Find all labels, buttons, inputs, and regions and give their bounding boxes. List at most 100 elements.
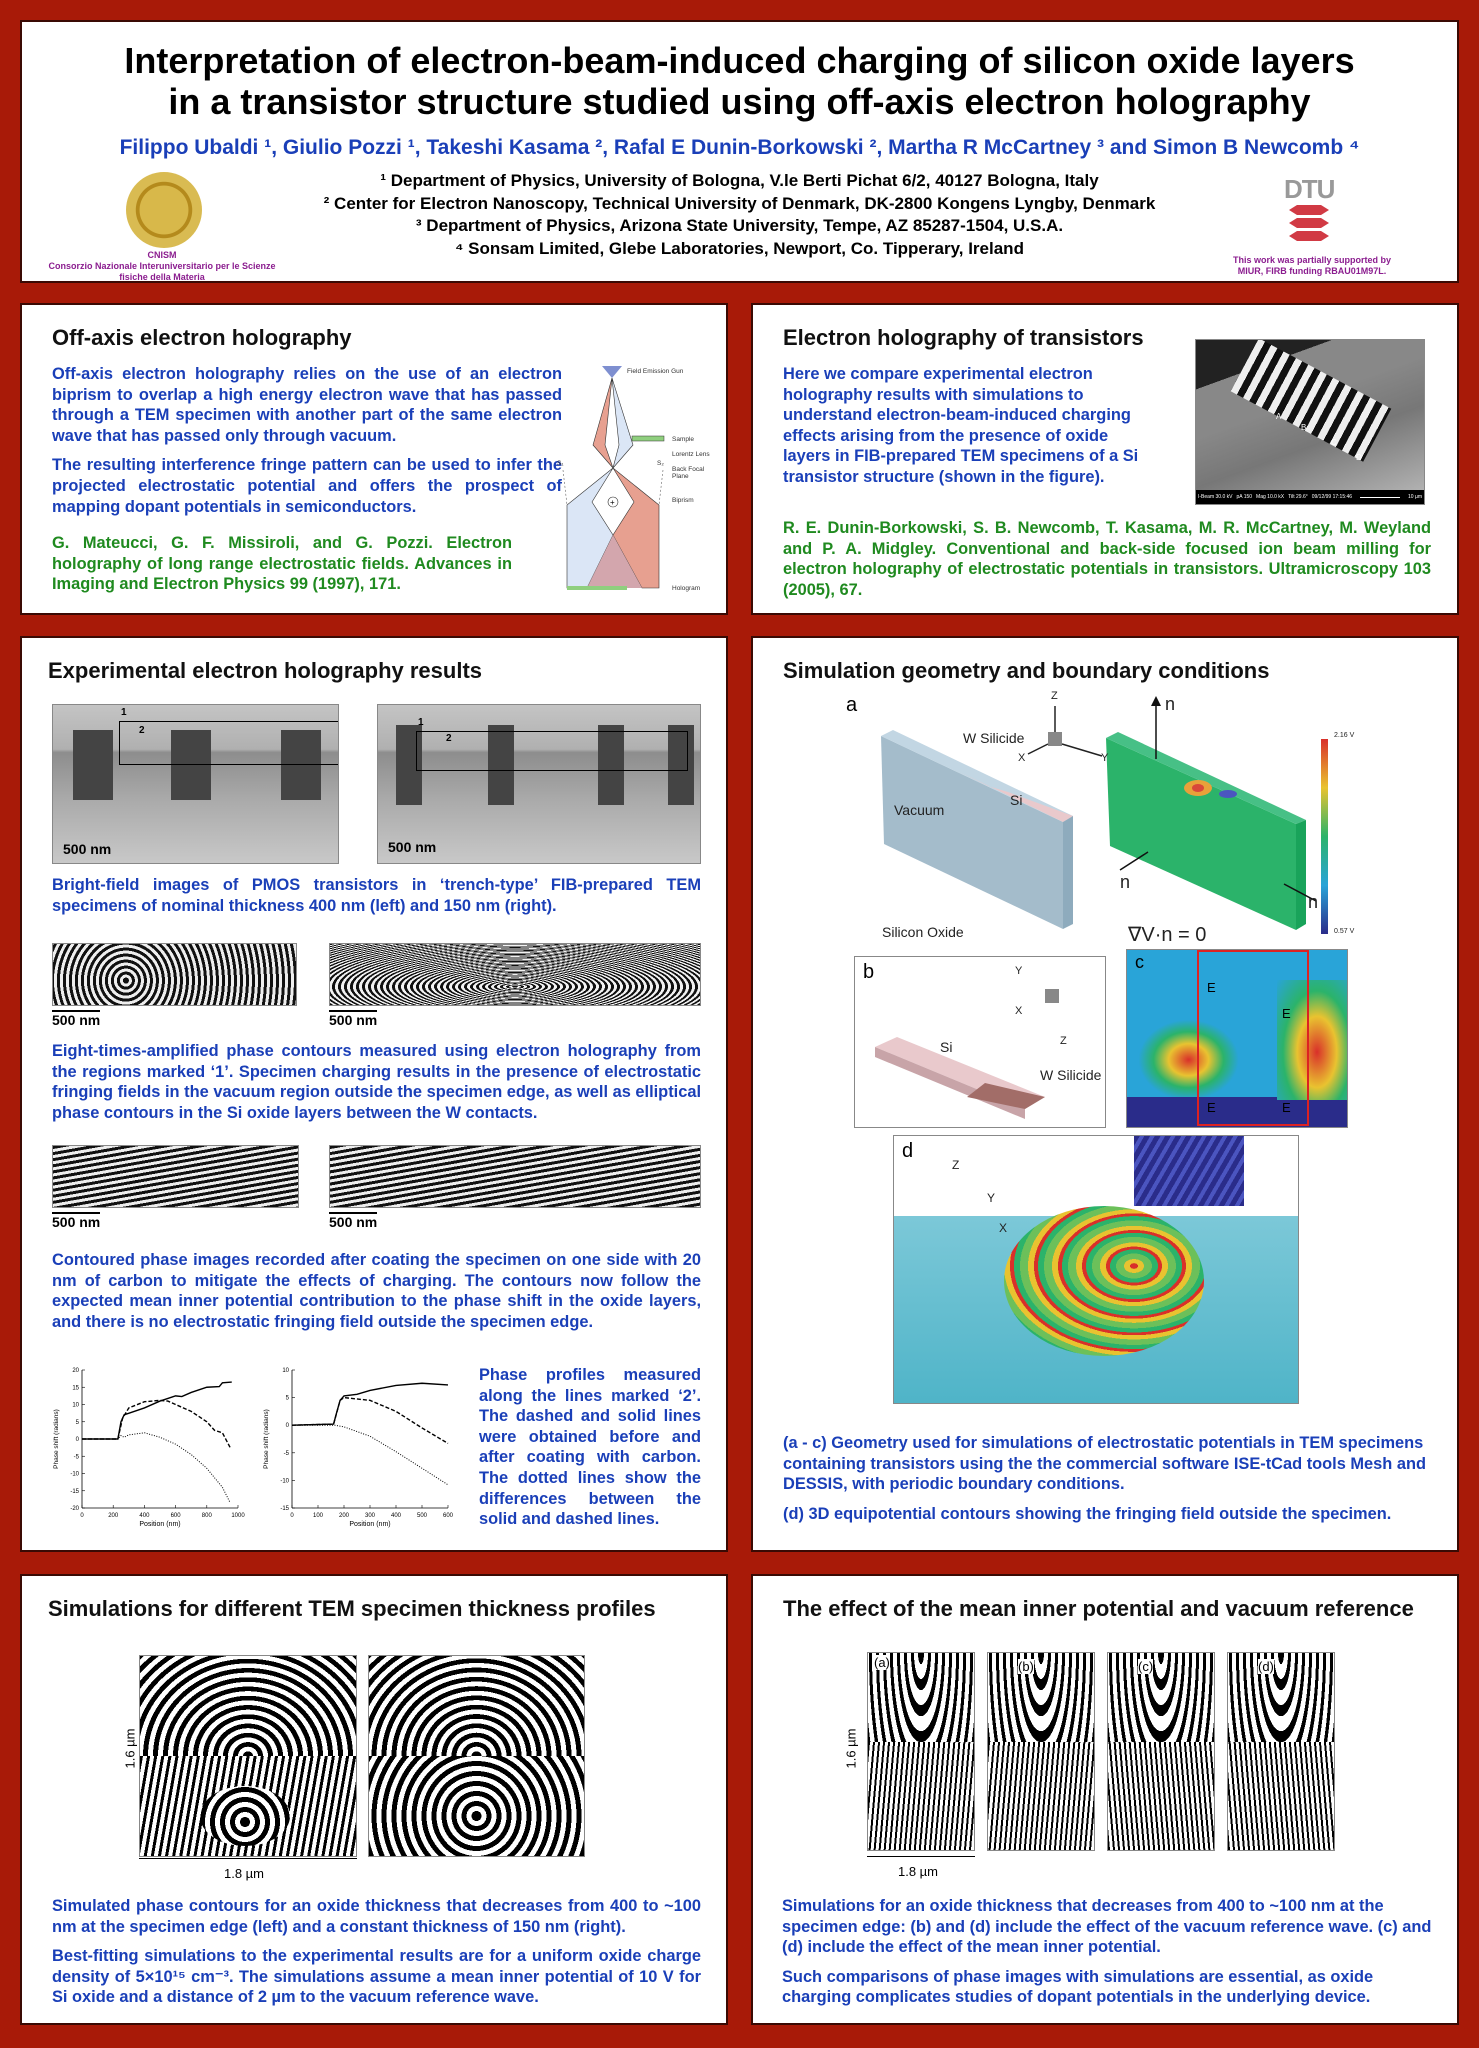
- series-line-dashed: [291, 1396, 449, 1445]
- scale-label: 500 nm: [52, 1010, 101, 1028]
- experimental-panel: Experimental electron holography results…: [20, 636, 728, 1552]
- label-s2: S₂: [657, 460, 664, 467]
- vertical-scale-label: 1.6 µm: [122, 1728, 138, 1769]
- y-tick-label: -5: [74, 1454, 80, 1460]
- holography-diagram: +: [562, 366, 665, 590]
- label-biprism: Biprism: [672, 497, 694, 504]
- affiliation-1: ¹ Department of Physics, University of B…: [380, 171, 1099, 190]
- scale-label: 500 nm: [52, 1212, 101, 1230]
- axis-z: Z: [1060, 1035, 1067, 1047]
- mip-heading: The effect of the mean inner potential a…: [783, 1596, 1414, 1621]
- label-silicon-oxide: Silicon Oxide: [882, 924, 964, 940]
- cnism-caption: CNISM Consorzio Nazionale Interuniversit…: [42, 250, 282, 283]
- transistors-text: Here we compare experimental electron ho…: [783, 365, 1139, 486]
- simulation-image-decreasing-thickness: [139, 1655, 357, 1857]
- x-tick-label: 800: [202, 1513, 213, 1519]
- mip-caption-2: Such comparisons of phase images with si…: [782, 1967, 1374, 2007]
- y-tick-label: -15: [280, 1506, 289, 1512]
- region-1-box: [119, 721, 338, 765]
- caption-phase-profiles: Phase profiles measured along the lines …: [479, 1366, 701, 1529]
- scale-label: 500 nm: [329, 1010, 378, 1028]
- dtu-logo: DTU: [1284, 174, 1335, 246]
- mip-image-b: (b): [987, 1652, 1095, 1851]
- phase-contour-image-150nm: [329, 943, 701, 1006]
- experimental-heading: Experimental electron holography results: [48, 658, 483, 683]
- simulation-image-constant-thickness: [368, 1655, 585, 1857]
- transistors-panel: Electron holography of transistors Here …: [751, 303, 1459, 615]
- silicon-strip-model: [875, 989, 1059, 1119]
- vertical-scale-label: 1.6 µm: [843, 1728, 859, 1769]
- dtu-logo-text: DTU: [1284, 174, 1335, 204]
- horizontal-scale-label: 1.8 µm: [224, 1866, 265, 1881]
- x-tick-label: 600: [443, 1513, 454, 1519]
- x-tick-label: 400: [391, 1513, 402, 1519]
- marker-2: 2: [139, 725, 145, 736]
- sem-gates: [1230, 340, 1392, 462]
- figure-a-label: a: [846, 694, 858, 716]
- sem-image: A B C D I-Beam 30.0 kV pA 150 Mag 10.0 k…: [1195, 339, 1425, 505]
- x-tick-label: 400: [139, 1513, 150, 1519]
- funding-note: This work was partially supported by MIU…: [1232, 255, 1392, 277]
- region-1-box: [416, 731, 688, 771]
- biprism-icon: [607, 496, 619, 508]
- y-tick-label: 20: [72, 1368, 79, 1374]
- axis-z: Z: [952, 1158, 960, 1172]
- x-tick-label: 200: [108, 1513, 119, 1519]
- boundary-condition: ∇V·n = 0: [1128, 924, 1207, 946]
- mip-captions: Simulations for an oxide thickness that …: [782, 1896, 1432, 2017]
- y-tick-label: -20: [70, 1506, 79, 1512]
- simulation-caption-1: (a - c) Geometry used for simulations of…: [783, 1434, 1426, 1494]
- mip-image-a: (a): [867, 1652, 975, 1851]
- sem-label-d: D: [1356, 453, 1362, 462]
- marker-1: 1: [418, 717, 424, 728]
- funding-line-2: MIUR, FIRB funding RBAU01M97L.: [1237, 266, 1387, 276]
- bright-field-image-150nm: 1 2 500 nm: [377, 704, 701, 864]
- y-tick-label: -5: [284, 1451, 290, 1457]
- x-tick-label: 1000: [231, 1513, 245, 1519]
- dtu-waves-icon: [1289, 205, 1329, 241]
- axis-cube-icon: [1048, 732, 1062, 746]
- mip-panel: The effect of the mean inner potential a…: [751, 1574, 1459, 2025]
- axis-x: X: [1018, 752, 1026, 764]
- y-axis-label: Phase shift (radians): [53, 1409, 60, 1469]
- mip-image-d: (d): [1227, 1652, 1335, 1851]
- cnism-full-2: fisiche della Materia: [119, 272, 205, 282]
- cnism-name: CNISM: [147, 250, 177, 260]
- offaxis-heading: Off-axis electron holography: [52, 325, 352, 350]
- funding-line-1: This work was partially supported by: [1232, 255, 1392, 265]
- x-tick-label: 0: [80, 1513, 84, 1519]
- field-label: E: [1282, 1100, 1291, 1115]
- horizontal-scale-bar: [139, 1858, 357, 1859]
- authors: Filippo Ubaldi ¹, Giulio Pozzi ¹, Takesh…: [119, 136, 1360, 159]
- simulation-heading: Simulation geometry and boundary conditi…: [783, 658, 1270, 683]
- label-hologram: Hologram: [672, 585, 701, 592]
- y-tick-label: 15: [72, 1385, 79, 1391]
- x-axis-label: Position (nm): [349, 1521, 390, 1528]
- label-w-silicide: W Silicide: [1040, 1067, 1102, 1083]
- thickness-heading: Simulations for different TEM specimen t…: [48, 1596, 656, 1621]
- scale-label: 500 nm: [63, 841, 112, 857]
- equipotential-contours: [1004, 1206, 1204, 1356]
- cnism-full-1: Consorzio Nazionale Interuniversitario p…: [48, 261, 276, 271]
- x-tick-label: 600: [171, 1513, 182, 1519]
- fringing-field-contours: [1134, 1136, 1244, 1206]
- figure-d-label: d: [902, 1140, 914, 1162]
- scale-label: 500 nm: [388, 839, 437, 855]
- colorbar-max: 2.16 V: [1334, 732, 1355, 739]
- thickness-panel: Simulations for different TEM specimen t…: [20, 1574, 728, 2025]
- colorbar: [1321, 739, 1328, 934]
- simulation-panel: Simulation geometry and boundary conditi…: [751, 636, 1459, 1552]
- mip-label-c: (c): [1138, 1659, 1154, 1674]
- svg-text:+: +: [610, 498, 615, 507]
- x-tick-label: 200: [339, 1513, 350, 1519]
- title-line-2: in a transistor structure studied using …: [168, 81, 1311, 122]
- mip-label-a: (a): [874, 1655, 890, 1670]
- title: Interpretation of electron-beam-induced …: [22, 40, 1457, 122]
- label-si: Si: [940, 1039, 953, 1055]
- sem-label-c: C: [1331, 438, 1337, 447]
- sem-info: pA 150: [1236, 494, 1253, 500]
- mip-label-d: (d): [1258, 1659, 1274, 1674]
- x-tick-label: 0: [290, 1513, 294, 1519]
